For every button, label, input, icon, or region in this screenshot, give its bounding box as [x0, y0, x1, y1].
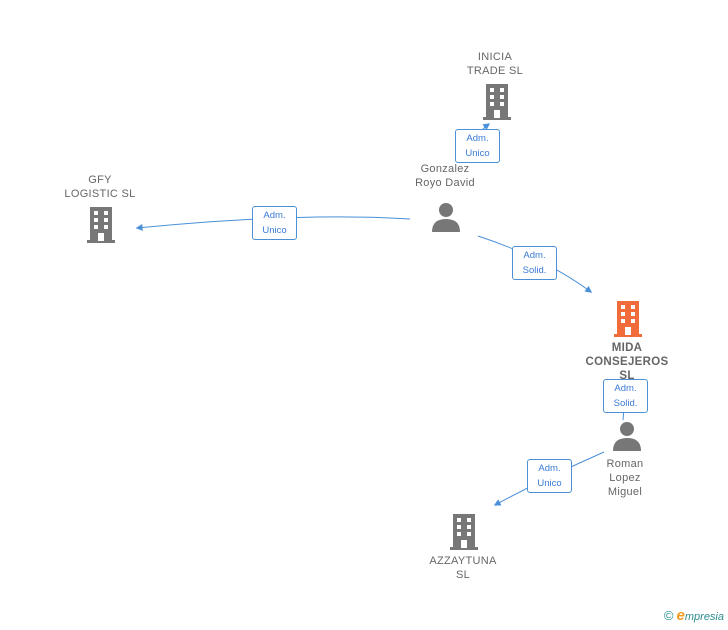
role-badge-gonzalez-mida[interactable]: Adm. Solid.: [512, 246, 557, 280]
building-icon[interactable]: [612, 301, 644, 337]
building-icon[interactable]: [481, 84, 513, 120]
brand-name: mpresia: [684, 611, 724, 623]
node-label-gfy-logistic: GFY LOGISTIC SL: [64, 174, 136, 200]
node-label-inicia-trade: INICIA TRADE SL: [466, 51, 524, 77]
node-label-azzaytuna: AZZAYTUNA SL: [429, 555, 497, 581]
node-label-mida: MIDA CONSEJEROS SL: [585, 342, 669, 382]
brand-e-icon: e: [676, 607, 685, 624]
copyright-symbol: ©: [663, 608, 674, 623]
role-badge-gonzalez-inicia[interactable]: Adm. Unico: [455, 129, 500, 163]
person-icon[interactable]: [612, 421, 642, 451]
brand-watermark: © empresia: [664, 607, 724, 624]
role-badge-gonzalez-gfy[interactable]: Adm. Unico: [252, 206, 297, 240]
role-badge-roman-azzaytuna[interactable]: Adm. Unico: [527, 459, 572, 493]
node-label-roman: Roman Lopez Miguel: [606, 458, 644, 498]
role-badge-roman-mida[interactable]: Adm. Solid.: [603, 379, 648, 413]
node-label-gonzalez: Gonzalez Royo David: [415, 163, 475, 189]
building-icon[interactable]: [448, 514, 480, 550]
person-icon[interactable]: [431, 202, 461, 232]
building-icon[interactable]: [85, 207, 117, 243]
